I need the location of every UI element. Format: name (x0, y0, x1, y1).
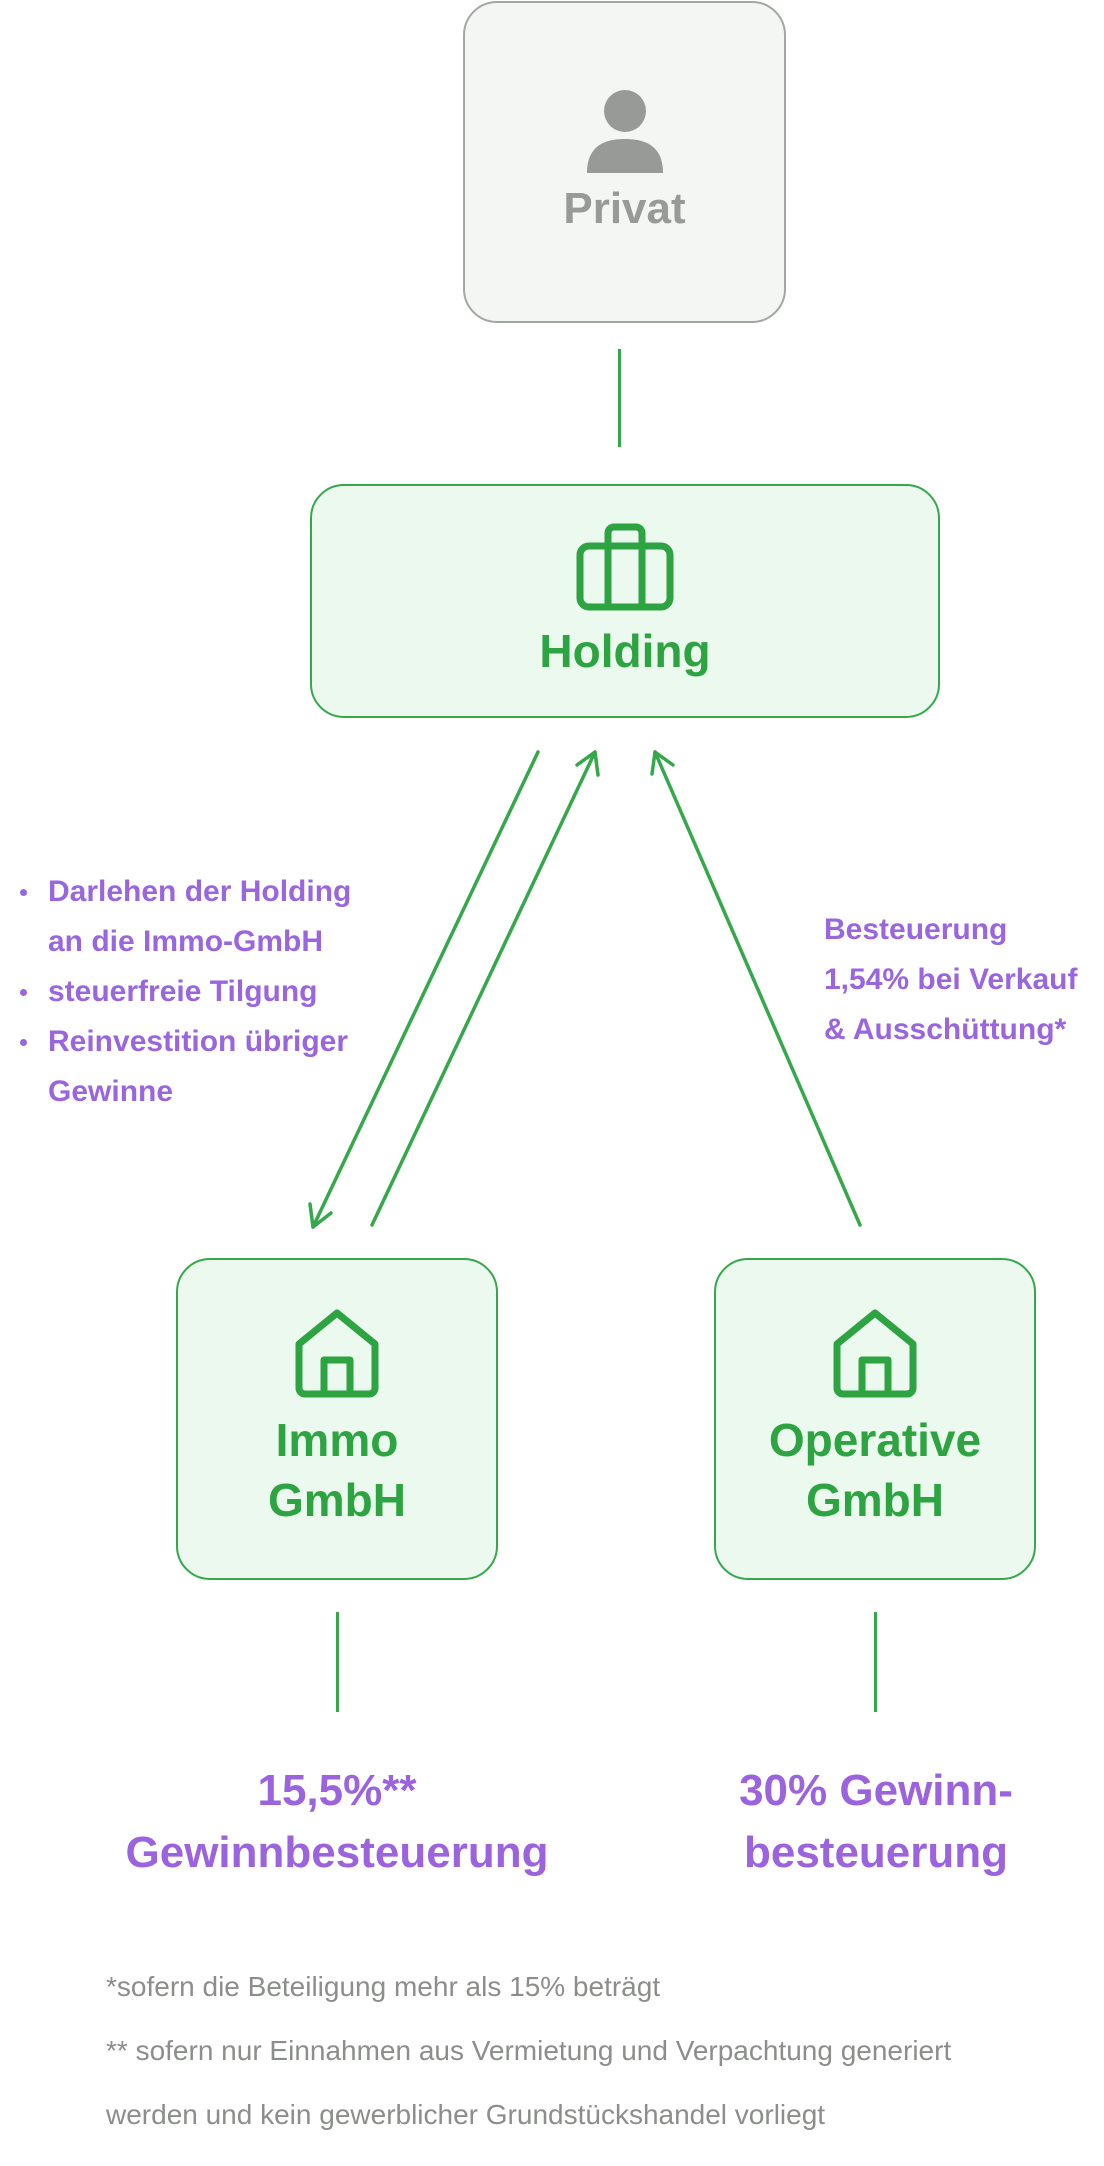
person-icon (586, 89, 663, 173)
connector-operative-rate (874, 1612, 877, 1712)
holding-label: Holding (539, 625, 711, 678)
rate-line: 30% Gewinn- (739, 1766, 1013, 1815)
connector-immo-rate (336, 1612, 339, 1712)
list-item: Darlehen der Holding an die Immo-GmbH (14, 867, 394, 967)
connector-private-holding (618, 349, 621, 447)
holding-box: Holding (310, 484, 940, 718)
label-line: Immo (275, 1414, 399, 1466)
note-text: an die Immo-GmbH (48, 925, 324, 958)
footnote-1: *sofern die Beteiligung mehr als 15% bet… (106, 1971, 661, 2002)
rate-line: Gewinnbesteuerung (125, 1828, 549, 1877)
note-text: 1,54% bei Verkauf (824, 963, 1078, 996)
briefcase-icon (576, 523, 674, 611)
label-line: GmbH (268, 1474, 406, 1526)
arrow-operative-to-holding (650, 750, 862, 1227)
holding-loan-notes: Darlehen der Holding an die Immo-GmbH st… (14, 867, 394, 1117)
note-text: Besteuerung (824, 913, 1008, 946)
list-item: Reinvestition übriger Gewinne (14, 1017, 394, 1117)
note-text: Reinvestition übriger (48, 1025, 349, 1058)
note-text: steuerfreie Tilgung (48, 975, 318, 1008)
operative-tax-rate: 30% Gewinn- besteuerung (676, 1760, 1076, 1884)
label-line: GmbH (806, 1474, 944, 1526)
rate-line: 15,5%** (257, 1766, 417, 1815)
operative-gmbh-box: Operative GmbH (714, 1258, 1036, 1580)
rate-line: besteuerung (743, 1828, 1009, 1877)
operative-gmbh-label: Operative GmbH (769, 1410, 981, 1530)
house-icon (833, 1309, 917, 1398)
private-label: Privat (563, 183, 686, 233)
immo-gmbh-label: Immo GmbH (268, 1410, 406, 1530)
arrow-immo-to-holding (370, 750, 600, 1227)
footnote-2-line2: werden und kein gewerblicher Grundstücks… (106, 2099, 826, 2130)
flow-arrows (308, 750, 862, 1229)
note-text: & Ausschüttung* (824, 1013, 1067, 1046)
house-icon (295, 1309, 379, 1398)
note-text: Darlehen der Holding (48, 875, 352, 908)
distribution-tax-note: Besteuerung 1,54% bei Verkauf & Ausschüt… (824, 905, 1104, 1055)
private-box: Privat (463, 1, 786, 323)
list-item: steuerfreie Tilgung (14, 967, 394, 1017)
label-line: Operative (768, 1414, 982, 1466)
arrow-holding-to-immo (308, 750, 540, 1229)
immo-tax-rate: 15,5%** Gewinnbesteuerung (70, 1760, 604, 1884)
note-text: Gewinne (48, 1075, 174, 1108)
immo-gmbh-box: Immo GmbH (176, 1258, 498, 1580)
footnote-2-line1: ** sofern nur Einnahmen aus Vermietung u… (106, 2035, 952, 2066)
